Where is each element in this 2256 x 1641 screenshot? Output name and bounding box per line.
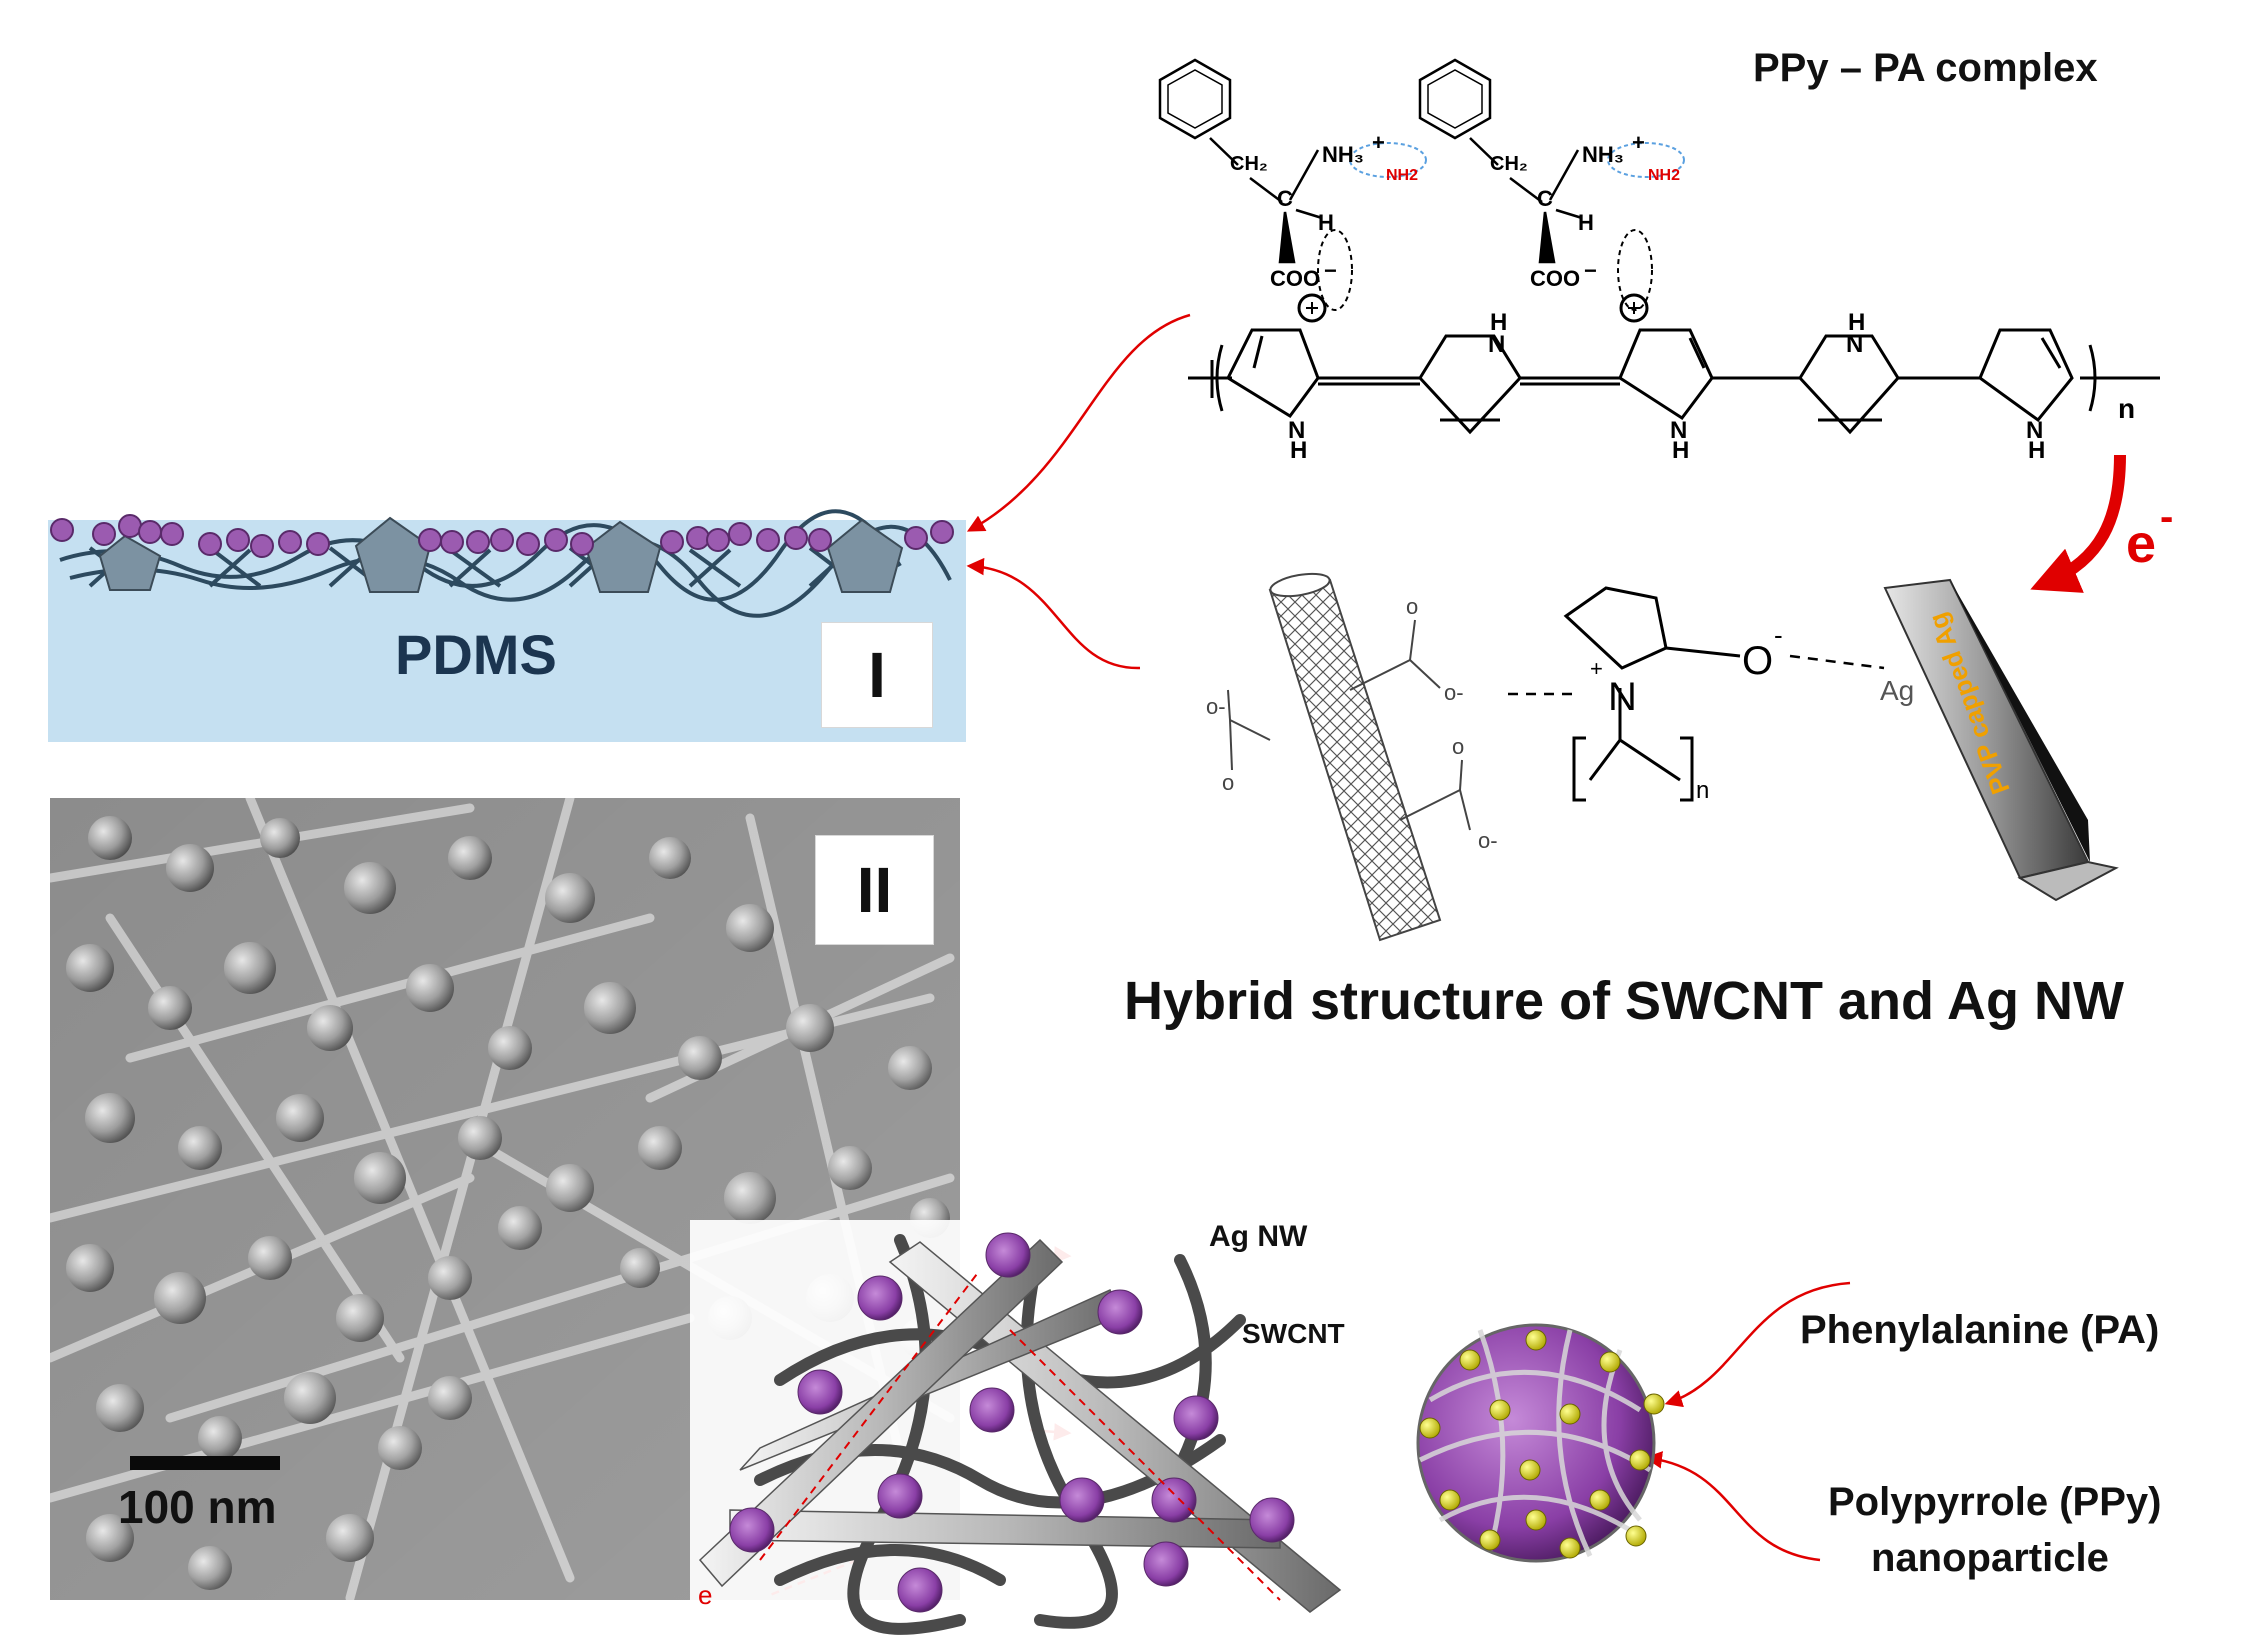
pvp-n-plus: +: [1590, 656, 1603, 681]
carboxyl-ominus-3: o-: [1478, 828, 1498, 853]
chem-nh-h-4: H: [1848, 309, 1865, 336]
chem-nh2-1: NH2: [1386, 167, 1418, 184]
carboxyl-ominus-2: o-: [1206, 694, 1226, 719]
chem-nh-n-5: N: [2026, 417, 2043, 444]
electron-transfer-arrow: [2030, 454, 2126, 593]
ppy-nanospheres: [729, 1232, 1295, 1613]
chem-nh-n-1: N: [1288, 417, 1305, 444]
network-schematic: [690, 1220, 1342, 1635]
ag-nw-label: Ag NW: [1209, 1220, 1308, 1253]
hybrid-structure-title: Hybrid structure of SWCNT and Ag NW: [1124, 971, 2124, 1031]
chem-coo-minus-1: −: [1324, 258, 1337, 283]
swcnt-tube: [1268, 572, 1442, 942]
pvp-unit: [1563, 586, 1741, 802]
chem-coo-1: COO: [1270, 266, 1320, 291]
chem-ch2-2: CH₂: [1490, 153, 1528, 175]
chem-coo-2: COO: [1530, 266, 1580, 291]
chem-nh-h-2: H: [1490, 309, 1507, 336]
swcnt-label: SWCNT: [1242, 1318, 1345, 1349]
ppy-pa-complex-title: PPy – PA complex: [1753, 46, 2098, 90]
ag-nanowire: [1883, 578, 2119, 902]
chem-nh3-plus-2: +: [1632, 130, 1645, 155]
chem-h-1: H: [1318, 210, 1334, 235]
chem-c-2: C: [1537, 186, 1553, 211]
carboxyl-o-1: o: [1406, 594, 1418, 619]
chem-nh-h-5: H: [2028, 437, 2045, 464]
carboxyl-o-3: o: [1452, 734, 1464, 759]
chem-nh3-1: NH₃: [1322, 142, 1364, 167]
phenylalanine-unit-1: [1158, 58, 1427, 311]
chem-ch2-1: CH₂: [1230, 153, 1268, 175]
pdms-substrate: [48, 520, 966, 742]
ag-nanowire-tips: [98, 516, 904, 593]
ag-nanowire-bars: [698, 1238, 1342, 1613]
pdms-label: PDMS: [395, 623, 557, 686]
scale-bar-label: 100 nm: [118, 1481, 277, 1533]
chem-nh-n-4: N: [1846, 331, 1863, 358]
chem-repeat-n: n: [2118, 393, 2135, 424]
polypyrrole-label: Polypyrrole (PPy): [1828, 1480, 2162, 1524]
carboxyl-o-2: o: [1222, 770, 1234, 795]
chem-nh3-plus-1: +: [1372, 130, 1385, 155]
chem-coo-minus-2: −: [1584, 258, 1597, 283]
chem-nh2-2: NH2: [1648, 167, 1680, 184]
panel-i-label: I: [821, 622, 933, 728]
polypyrrole-chain: [1188, 293, 2160, 435]
electron-label-charge: -: [2160, 495, 2173, 539]
scale-bar: [130, 1456, 280, 1470]
carboxyl-ominus-1: o-: [1444, 680, 1464, 705]
dashed-bonds: [1508, 654, 1885, 696]
chem-nh-h-1: H: [1290, 437, 1307, 464]
pvp-o-charge: -: [1774, 620, 1783, 650]
panel-ii-label: II: [815, 835, 934, 945]
pvp-repeat-n: n: [1696, 777, 1709, 804]
ag-atom-label: Ag: [1880, 675, 1914, 706]
ppy-nanoparticle: [1416, 1323, 1665, 1563]
chem-nh-n-3: N: [1670, 417, 1687, 444]
pvp-o: O: [1742, 639, 1773, 683]
electron-label: e: [2126, 514, 2156, 574]
carboxyl-groups: [1227, 619, 1471, 831]
nanoparticle-label: nanoparticle: [1871, 1536, 2109, 1580]
chem-nh-h-3: H: [1672, 437, 1689, 464]
ppy-particles-on-surface: [50, 514, 954, 558]
chem-h-2: H: [1578, 210, 1594, 235]
pvp-n: N: [1608, 675, 1637, 719]
electron-small-label: e: [698, 1580, 712, 1610]
chem-nh3-2: NH₃: [1582, 142, 1624, 167]
chem-nh-n-2: N: [1488, 331, 1505, 358]
chem-c-1: C: [1277, 186, 1293, 211]
phenylalanine-label: Phenylalanine (PA): [1800, 1308, 2160, 1352]
